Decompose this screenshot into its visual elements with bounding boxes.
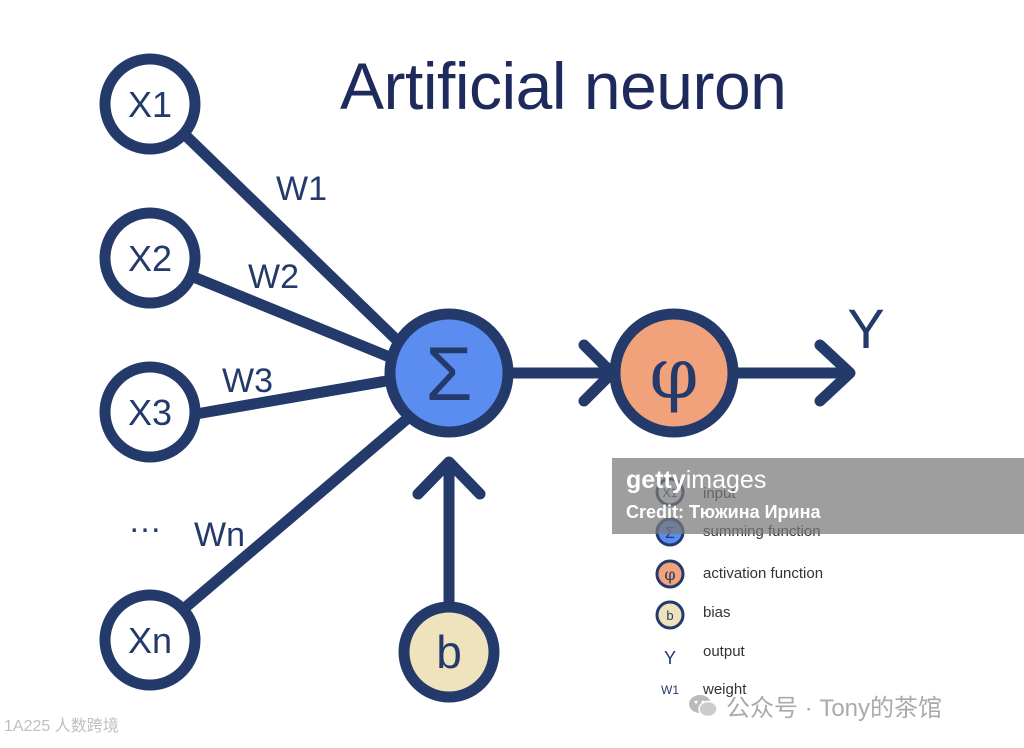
summation-symbol: Σ — [426, 332, 473, 417]
weight-label-w3: W3 — [222, 362, 273, 400]
watermark-left: 1A225 人数跨境 — [4, 718, 119, 735]
arrowhead-bias — [412, 456, 486, 500]
edge-xn-sum — [174, 412, 414, 618]
legend-output-text: output — [703, 643, 746, 660]
getty-brand: getty — [626, 466, 686, 494]
summation-node — [384, 308, 514, 438]
arrowhead-output — [814, 339, 856, 407]
legend-bias-icon — [655, 600, 685, 630]
wechat-icon — [689, 694, 718, 717]
diagram-title: Artificial neuron — [340, 49, 787, 123]
edge-x2-sum — [190, 272, 398, 364]
weight-label-w1: W1 — [276, 170, 327, 208]
watermark-right-text: 公众号 · Tony的茶馆 — [726, 695, 943, 722]
activation-node — [609, 308, 739, 438]
input-label-x1: X1 — [128, 84, 172, 125]
legend-output-symbol: Y — [664, 648, 676, 668]
weight-label-w2: W2 — [248, 258, 299, 296]
getty-logo: gettyimages — [626, 466, 766, 495]
getty-credit: Credit: Тюжина Ирина — [626, 502, 821, 522]
input-label-x2: X2 — [128, 238, 172, 279]
activation-symbol: φ — [649, 333, 698, 415]
legend-activation-symbol: φ — [664, 565, 675, 584]
input-node-x2 — [99, 207, 201, 309]
legend-activation-text: activation function — [703, 565, 823, 582]
weight-label-wn: Wn — [194, 516, 245, 554]
legend-bias-symbol: b — [666, 608, 673, 623]
output-label: Y — [847, 297, 884, 360]
edge-x1-sum — [174, 124, 411, 354]
legend-activation-icon — [655, 559, 685, 589]
input-label-xn: Xn — [128, 620, 172, 661]
input-node-x3 — [99, 361, 201, 463]
edge-x3-sum — [190, 374, 398, 420]
legend-bias-text: bias — [703, 604, 731, 621]
getty-suffix: images — [685, 466, 767, 494]
input-node-xn — [99, 589, 201, 691]
legend-weight-text: weight — [702, 681, 747, 698]
input-label-x3: X3 — [128, 392, 172, 433]
legend-weight-symbol: W1 — [661, 683, 679, 697]
bias-symbol: b — [436, 626, 462, 678]
bias-node — [398, 601, 500, 703]
watermark-right: 公众号 · Tony的茶馆 — [688, 688, 942, 723]
getty-watermark: gettyimages Credit: Тюжина Ирина — [612, 458, 1024, 534]
input-node-x1 — [99, 53, 201, 155]
ellipsis: … — [128, 502, 162, 540]
